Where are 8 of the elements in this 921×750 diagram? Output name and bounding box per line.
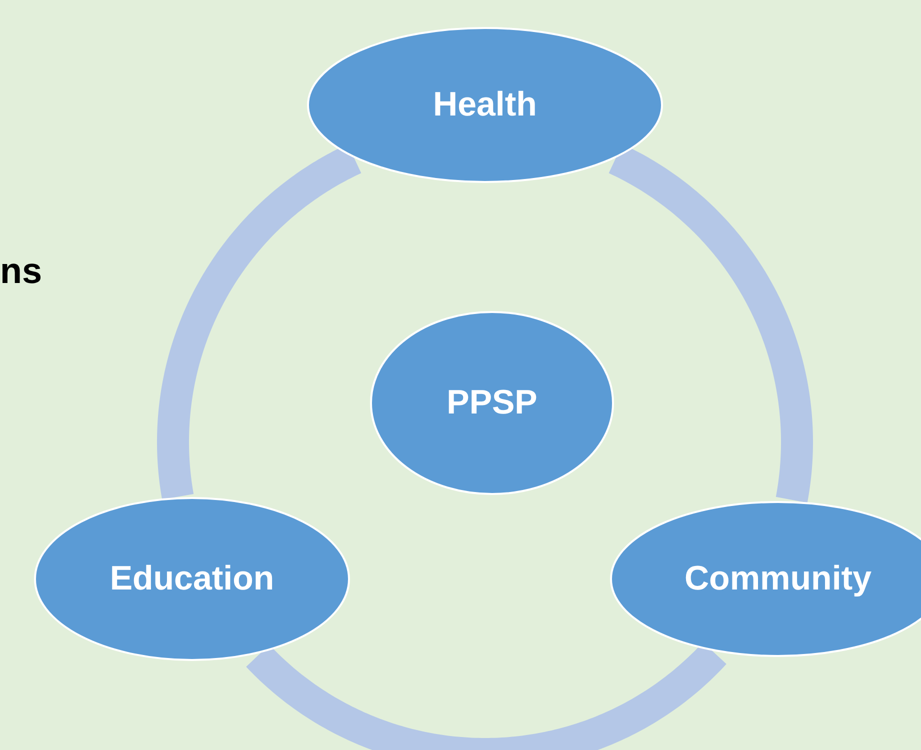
ellipse-node <box>34 497 350 661</box>
heading-fragment: ns <box>0 250 42 292</box>
ellipse-node <box>307 27 663 183</box>
ellipse-node <box>370 311 614 495</box>
node-label: Community <box>684 560 872 598</box>
node-label: Health <box>432 86 538 124</box>
node-label: PPSP <box>446 384 538 422</box>
node-label: Education <box>108 560 276 598</box>
